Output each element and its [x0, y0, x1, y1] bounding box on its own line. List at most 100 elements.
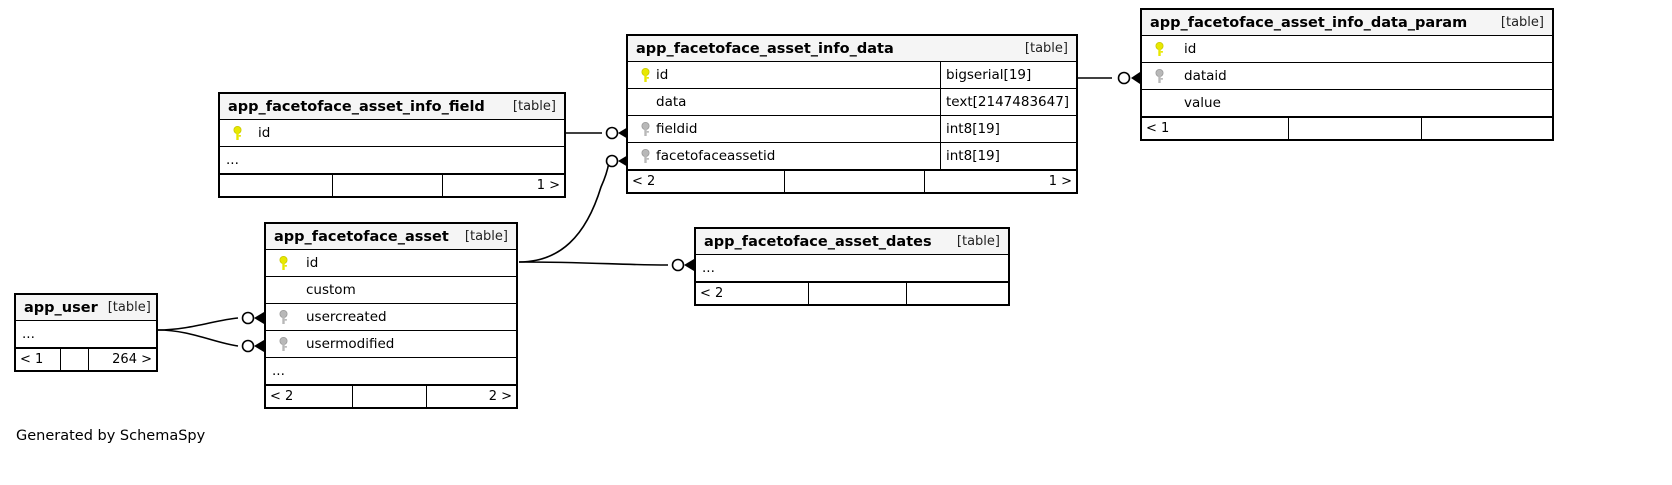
table-row[interactable]: id: [220, 120, 564, 147]
column-cell: usercreated: [266, 304, 516, 330]
footer-middle: [784, 171, 924, 192]
table-footer: < 2: [696, 282, 1008, 304]
table-row[interactable]: ...: [16, 321, 156, 348]
column-name: facetofaceassetid: [656, 148, 776, 164]
table-row[interactable]: usercreated: [266, 304, 516, 331]
footer-middle: [1288, 118, 1421, 139]
column-name: data: [656, 94, 687, 110]
table-row[interactable]: ...: [696, 255, 1008, 282]
table-tag: [table]: [1500, 15, 1544, 30]
table-row[interactable]: custom: [266, 277, 516, 304]
table-footer: < 2 2 >: [266, 385, 516, 407]
primary-key-icon: [1148, 41, 1170, 57]
table-app_facetoface_asset_info_data[interactable]: app_facetoface_asset_info_data [table] i…: [626, 34, 1078, 194]
table-row[interactable]: dataid: [1142, 63, 1552, 90]
table-title-bar: app_facetoface_asset_info_data [table]: [628, 36, 1076, 62]
column-ellipsis: ...: [22, 326, 35, 342]
table-footer: < 2 1 >: [628, 170, 1076, 192]
footer-children: [1421, 118, 1552, 139]
footer-children: 1 >: [924, 171, 1076, 192]
table-row[interactable]: fieldid int8[19]: [628, 116, 1076, 143]
footer-children: 1 >: [442, 175, 564, 196]
table-name: app_facetoface_asset_info_data: [636, 40, 894, 57]
column-cell: id: [628, 62, 940, 88]
table-title-bar: app_facetoface_asset_info_field [table]: [220, 94, 564, 120]
footer-parents: < 2: [700, 286, 724, 301]
table-tag: [table]: [512, 99, 556, 114]
column-name: fieldid: [656, 121, 698, 137]
table-name: app_facetoface_asset: [274, 228, 449, 245]
primary-key-icon: [634, 67, 656, 83]
foreign-key-icon: [634, 121, 656, 137]
footer-middle: [332, 175, 442, 196]
foreign-key-icon: [272, 336, 294, 352]
column-name: usermodified: [306, 336, 395, 352]
table-row[interactable]: id: [1142, 36, 1552, 63]
column-name: dataid: [1184, 68, 1227, 84]
column-ellipsis: ...: [272, 363, 285, 379]
column-cell: dataid: [1142, 63, 1552, 89]
primary-key-icon: [272, 255, 294, 271]
table-tag: [table]: [956, 234, 1000, 249]
column-name: usercreated: [306, 309, 387, 325]
footer-parents: < 1: [20, 352, 44, 367]
column-name: custom: [306, 282, 356, 298]
table-row[interactable]: ...: [266, 358, 516, 385]
column-name: id: [1184, 41, 1197, 57]
column-cell: value: [1142, 90, 1552, 116]
footer-parents: < 2: [632, 174, 656, 189]
column-name: value: [1184, 95, 1221, 111]
foreign-key-icon: [272, 309, 294, 325]
table-app_user[interactable]: app_user [table] ... < 1 264 >: [14, 293, 158, 372]
table-row[interactable]: data text[2147483647]: [628, 89, 1076, 116]
footer-children: 2 >: [426, 386, 516, 407]
footer-parents: < 1: [1146, 121, 1170, 136]
table-row[interactable]: usermodified: [266, 331, 516, 358]
table-name: app_facetoface_asset_info_data_param: [1150, 14, 1468, 31]
table-tag: [table]: [464, 229, 508, 244]
column-cell: id: [266, 250, 516, 276]
table-tag: [table]: [107, 300, 151, 315]
table-title-bar: app_facetoface_asset_info_data_param [ta…: [1142, 10, 1552, 36]
primary-key-icon: [226, 125, 248, 141]
column-cell: facetofaceassetid: [628, 143, 940, 169]
table-row[interactable]: ...: [220, 147, 564, 174]
foreign-key-icon: [1148, 68, 1170, 84]
column-cell: usermodified: [266, 331, 516, 357]
column-ellipsis: ...: [226, 152, 239, 168]
table-name: app_facetoface_asset_dates: [704, 233, 932, 250]
generated-by-caption: Generated by SchemaSpy: [16, 428, 206, 444]
table-app_facetoface_asset[interactable]: app_facetoface_asset [table] id custom: [264, 222, 518, 409]
table-app_facetoface_asset_dates[interactable]: app_facetoface_asset_dates [table] ... <…: [694, 227, 1010, 306]
table-row[interactable]: id bigserial[19]: [628, 62, 1076, 89]
footer-parents: [220, 175, 332, 196]
table-row[interactable]: id: [266, 250, 516, 277]
table-title-bar: app_facetoface_asset [table]: [266, 224, 516, 250]
table-title-bar: app_user [table]: [16, 295, 156, 321]
column-type: text[2147483647]: [940, 89, 1076, 115]
footer-parents: < 2: [270, 389, 294, 404]
footer-middle: [60, 349, 88, 370]
footer-middle: [808, 283, 906, 304]
column-ellipsis: ...: [702, 260, 715, 276]
table-app_facetoface_asset_info_field[interactable]: app_facetoface_asset_info_field [table] …: [218, 92, 566, 198]
column-cell: id: [1142, 36, 1552, 62]
column-type: bigserial[19]: [940, 62, 1076, 88]
column-cell: custom: [266, 277, 516, 303]
column-type: int8[19]: [940, 116, 1076, 142]
table-footer: < 1: [1142, 117, 1552, 139]
footer-children: 264 >: [88, 349, 156, 370]
table-row[interactable]: facetofaceassetid int8[19]: [628, 143, 1076, 170]
column-name: id: [258, 125, 271, 141]
foreign-key-icon: [634, 148, 656, 164]
table-footer: < 1 264 >: [16, 348, 156, 370]
table-row[interactable]: value: [1142, 90, 1552, 117]
column-name: id: [656, 67, 669, 83]
table-name: app_facetoface_asset_info_field: [228, 98, 485, 115]
column-cell: data: [628, 89, 940, 115]
column-cell: fieldid: [628, 116, 940, 142]
footer-middle: [352, 386, 426, 407]
table-title-bar: app_facetoface_asset_dates [table]: [696, 229, 1008, 255]
table-app_facetoface_asset_info_data_param[interactable]: app_facetoface_asset_info_data_param [ta…: [1140, 8, 1554, 141]
